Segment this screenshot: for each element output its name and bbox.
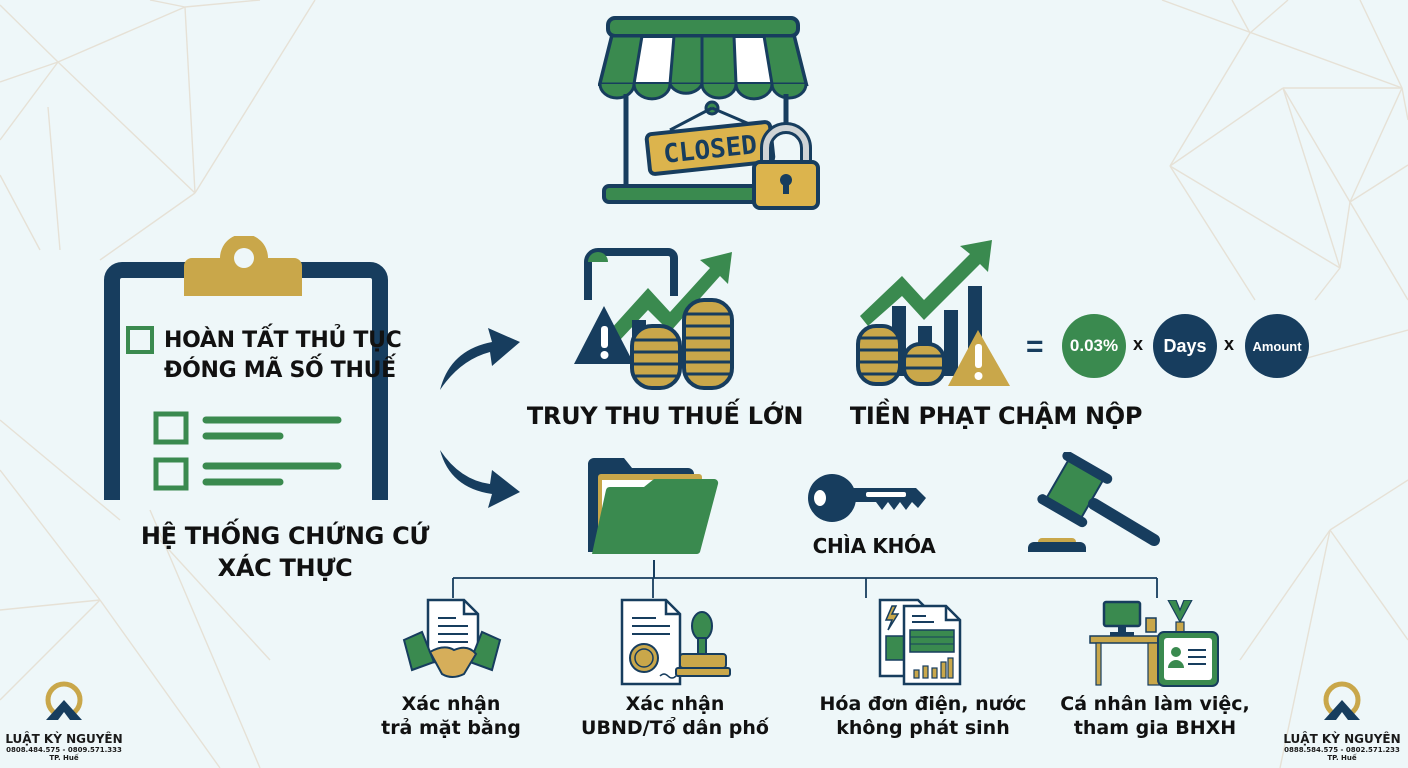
brand-name: LUẬT KỲ NGUYÊN xyxy=(5,732,123,746)
brand-name: LUẬT KỲ NGUYÊN xyxy=(1283,732,1401,746)
formula-times-1: x xyxy=(1133,334,1144,354)
risk-label-late-penalty: TIỀN PHẠT CHẬM NỘP xyxy=(849,402,1143,430)
tree-connector xyxy=(452,577,1158,598)
late-penalty-icon xyxy=(856,240,1010,386)
clipboard-title: HOÀN TẤT THỦ TỤC ĐÓNG MÃ SỐ THUẾ xyxy=(164,326,402,386)
clipboard-title-line1: HOÀN TẤT THỦ TỤC xyxy=(164,328,402,353)
document-caption-2: Xác nhận UBND/Tổ dân phố xyxy=(560,692,790,740)
evidence-system-caption: HỆ THỐNG CHỨNG CỨ XÁC THỰC xyxy=(120,520,450,584)
evidence-caption-line1: HỆ THỐNG CHỨNG CỨ xyxy=(140,522,430,550)
brand-phone: 0808.484.575 - 0809.571.333 xyxy=(6,746,122,754)
closed-store-icon: CLOSED xyxy=(598,16,820,210)
formula-amount: Amount xyxy=(1252,338,1302,354)
folder-icon xyxy=(588,458,719,555)
document-caption-4-line1: Cá nhân làm việc, xyxy=(1060,693,1250,715)
formula-rate: 0.03% xyxy=(1069,336,1119,355)
formula-days: Days xyxy=(1163,335,1207,356)
flow-arrows xyxy=(440,328,520,508)
clipboard-icon xyxy=(104,236,388,500)
gavel-icon xyxy=(1028,452,1160,552)
arrow-up-right-icon xyxy=(440,328,520,390)
utility-bill-icon xyxy=(878,598,962,686)
brand-logo-icon xyxy=(45,681,83,720)
document-caption-4: Cá nhân làm việc, tham gia BHXH xyxy=(1040,692,1270,740)
folder-connector xyxy=(653,560,655,578)
document-caption-3-line2: không phát sinh xyxy=(836,717,1010,739)
formula-equals: = xyxy=(1026,330,1044,363)
formula-rate-circle: 0.03% xyxy=(1062,314,1126,378)
document-caption-1-line2: trả mặt bằng xyxy=(381,717,521,739)
key-icon xyxy=(808,474,926,522)
employee-id-desk-icon xyxy=(1089,600,1219,687)
document-caption-4-line2: tham gia BHXH xyxy=(1073,717,1237,739)
tax-arrears-icon xyxy=(574,248,734,390)
brand-logo-right: LUẬT KỲ NGUYÊN 0888.584.575 - 0802.571.2… xyxy=(1272,680,1408,762)
document-caption-1-line1: Xác nhận xyxy=(401,693,501,715)
brand-phone: 0888.584.575 - 0802.571.233 xyxy=(1284,746,1400,754)
brand-logo-left: LUẬT KỲ NGUYÊN 0808.484.575 - 0809.571.3… xyxy=(0,680,134,762)
brand-city: TP. Huế xyxy=(1327,754,1357,762)
arrow-down-right-icon xyxy=(440,450,520,508)
document-caption-1: Xác nhận trả mặt bằng xyxy=(336,692,566,740)
handshake-document-icon xyxy=(402,598,502,678)
document-caption-2-line2: UBND/Tổ dân phố xyxy=(581,717,769,739)
evidence-caption-line2: XÁC THỰC xyxy=(217,554,353,582)
brand-city: TP. Huế xyxy=(49,754,79,762)
key-label: CHÌA KHÓA xyxy=(812,534,936,558)
brand-logo-icon xyxy=(1323,681,1361,720)
document-caption-3: Hóa đơn điện, nước không phát sinh xyxy=(808,692,1038,740)
stamped-certificate-icon xyxy=(620,598,731,686)
formula-times-2: x xyxy=(1224,334,1235,354)
document-caption-3-line1: Hóa đơn điện, nước xyxy=(819,693,1027,715)
document-caption-2-line1: Xác nhận xyxy=(625,693,725,715)
formula-amount-circle: Amount xyxy=(1245,314,1309,378)
formula-days-circle: Days xyxy=(1153,314,1217,378)
clipboard-title-line2: ĐÓNG MÃ SỐ THUẾ xyxy=(164,358,396,383)
risk-label-tax-arrears: TRUY THU THUẾ LỚN xyxy=(526,402,804,430)
